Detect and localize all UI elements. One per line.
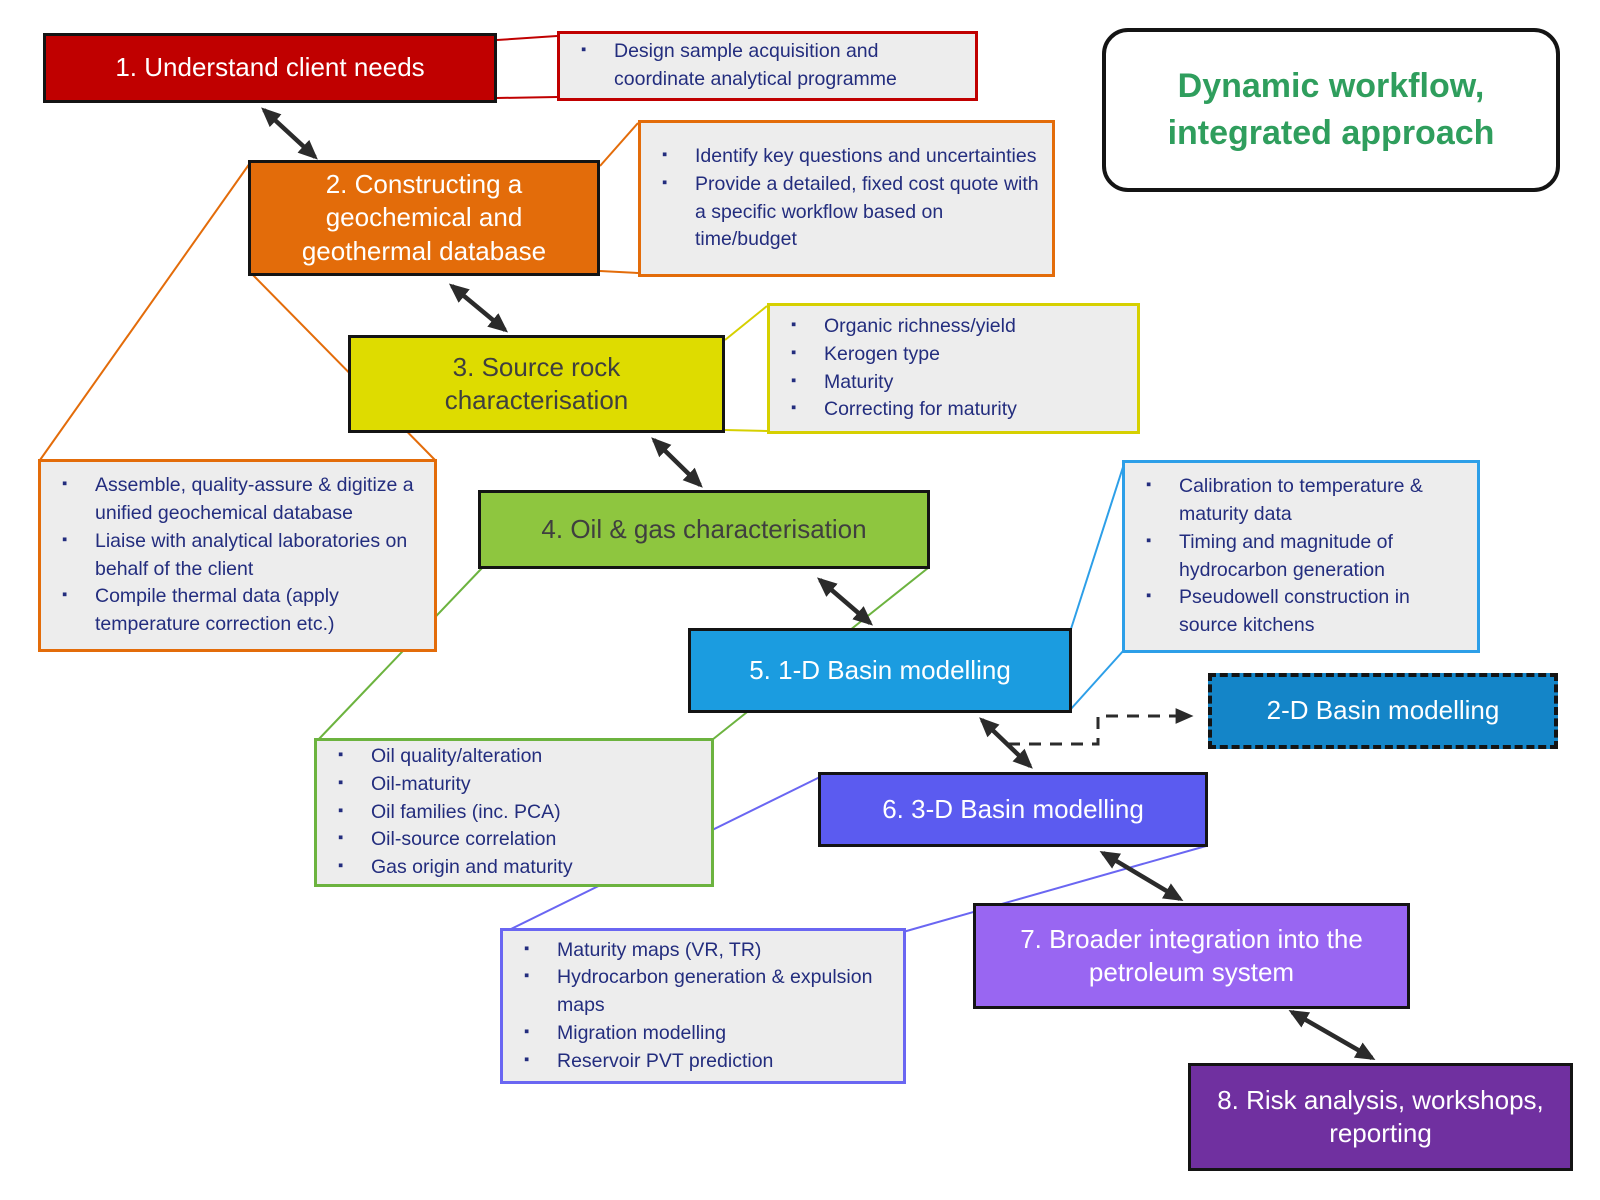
link-step4-to-detail [317,567,483,741]
detail-box-key-questions-quote: Identify key questions and uncertainties… [638,120,1055,277]
node-8-risk-analysis-reporting: 8. Risk analysis, workshops, reporting [1188,1063,1573,1171]
link-step5-to-detail [1069,463,1125,633]
bullet-item: Pseudowell construction in source kitche… [1133,584,1469,639]
detail-box-database-tasks: Assemble, quality-assure & digitize a un… [38,459,437,652]
link-step5-to-detail [1069,649,1125,711]
bullet-item: Assemble, quality-assure & digitize a un… [49,472,426,527]
node-1-understand-client-needs: 1. Understand client needs [43,33,497,103]
arrow-step7-step8 [1288,1010,1376,1060]
bullet-list: Oil quality/alterationOil-maturityOil fa… [317,737,581,887]
link-step3-to-detail [724,429,768,432]
arrow-step2-step3 [448,283,509,333]
bullet-item: Design sample acquisition and coordinate… [568,38,967,93]
bullet-item: Oil families (inc. PCA) [325,799,573,827]
bullet-item: Compile thermal data (apply temperature … [49,583,426,638]
bullet-item: Oil-source correlation [325,826,573,854]
link-step2-to-detail [599,122,639,167]
bullet-item: Gas origin and maturity [325,854,573,882]
bullet-item: Maturity maps (VR, TR) [511,937,895,965]
arrow-step5-step6 [979,717,1033,769]
bullet-item: Hydrocarbon generation & expulsion maps [511,964,895,1019]
link-step3-to-detail [724,305,768,341]
bullet-item: Reservoir PVT prediction [511,1048,895,1076]
link-step2-to-database [39,162,251,461]
bullet-item: Calibration to temperature & maturity da… [1133,473,1469,528]
bullet-item: Migration modelling [511,1020,895,1048]
title-card: Dynamic workflow, integrated approach [1102,28,1560,192]
bullet-item: Liaise with analytical laboratories on b… [49,528,426,583]
bullet-item: Correcting for maturity [778,396,1017,424]
bullet-item: Oil quality/alteration [325,743,573,771]
arrow-step3-step4 [651,437,703,488]
detail-box-3d-modelling-items: Maturity maps (VR, TR)Hydrocarbon genera… [500,928,906,1084]
link-step2-to-detail [599,270,639,274]
bullet-item: Organic richness/yield [778,313,1017,341]
bullet-list: Identify key questions and uncertainties… [641,137,1052,260]
bullet-item: Oil-maturity [325,771,573,799]
arrow-step4-step5 [816,577,874,626]
node-2-constructing-database: 2. Constructing a geochemical and geothe… [248,160,600,276]
bullet-list: Design sample acquisition and coordinate… [560,32,975,99]
bullet-item: Identify key questions and uncertainties [649,143,1044,171]
node-6-3d-basin-modelling: 6. 3-D Basin modelling [818,772,1208,847]
detail-box-1d-modelling-items: Calibration to temperature & maturity da… [1122,460,1480,653]
detail-box-source-rock-items: Organic richness/yieldKerogen typeMaturi… [767,303,1140,434]
arrow-step1-step2 [261,107,318,160]
bullet-item: Timing and magnitude of hydrocarbon gene… [1133,529,1469,584]
title-line-2: integrated approach [1167,114,1495,152]
arrow-dashed-to-2d [1008,708,1194,746]
detail-box-sample-acquisition: Design sample acquisition and coordinate… [557,31,978,101]
title-line-1: Dynamic workflow, [1177,67,1485,106]
node-4-oil-gas-characterisation: 4. Oil & gas characterisation [478,490,930,569]
arrow-step6-step7 [1099,850,1184,902]
bullet-item: Kerogen type [778,341,1017,369]
node-3-source-rock-characterisation: 3. Source rock characterisation [348,335,725,433]
bullet-item: Provide a detailed, fixed cost quote wit… [649,171,1044,254]
node-5-1d-basin-modelling: 5. 1-D Basin modelling [688,628,1072,713]
node-2d-basin-modelling: 2-D Basin modelling [1208,673,1558,749]
node-7-broader-integration: 7. Broader integration into the petroleu… [973,903,1410,1009]
bullet-list: Maturity maps (VR, TR)Hydrocarbon genera… [503,931,903,1081]
bullet-list: Organic richness/yieldKerogen typeMaturi… [770,307,1025,430]
bullet-item: Maturity [778,369,1017,397]
bullet-list: Calibration to temperature & maturity da… [1125,467,1477,645]
link-step1-to-detail [496,96,558,99]
detail-box-oil-gas-items: Oil quality/alterationOil-maturityOil fa… [314,738,714,887]
link-step1-to-detail [496,35,558,41]
bullet-list: Assemble, quality-assure & digitize a un… [41,466,434,644]
